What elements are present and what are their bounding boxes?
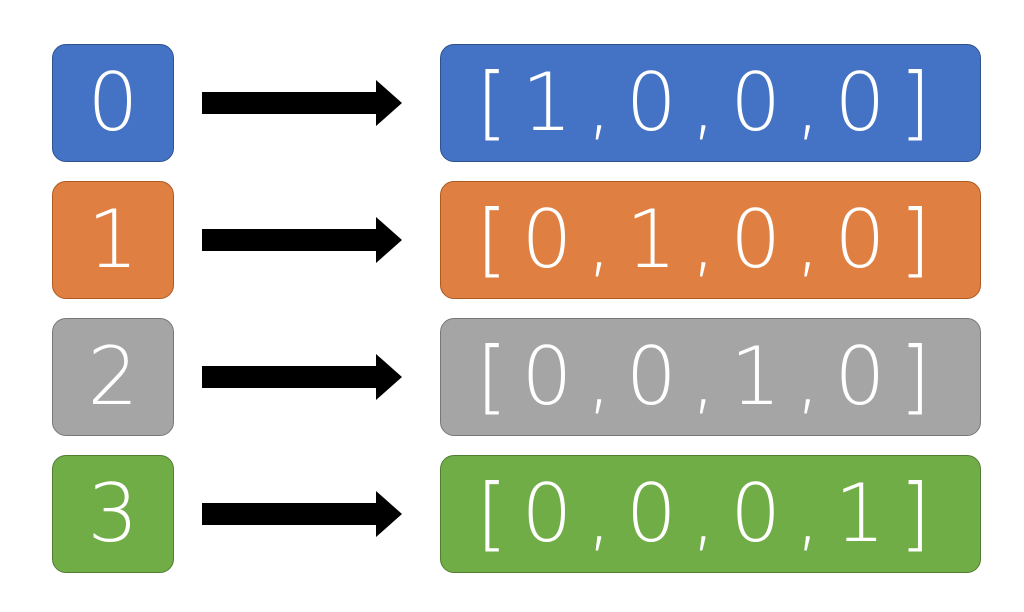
right-arrow-icon [202,491,402,537]
mapping-row-2: 2 [0,0,1,0] [0,318,1024,436]
index-box-1: 1 [52,181,174,299]
one-hot-vector-1: [0,1,0,0] [440,181,981,299]
right-arrow-icon [202,80,402,126]
mapping-row-3: 3 [0,0,0,1] [0,455,1024,573]
mapping-row-1: 1 [0,1,0,0] [0,181,1024,299]
one-hot-vector-3: [0,0,0,1] [440,455,981,573]
index-box-0: 0 [52,44,174,162]
right-arrow-icon [202,354,402,400]
mapping-row-0: 0 [1,0,0,0] [0,44,1024,162]
index-box-3: 3 [52,455,174,573]
one-hot-vector-0: [1,0,0,0] [440,44,981,162]
right-arrow-icon [202,217,402,263]
one-hot-vector-2: [0,0,1,0] [440,318,981,436]
index-box-2: 2 [52,318,174,436]
